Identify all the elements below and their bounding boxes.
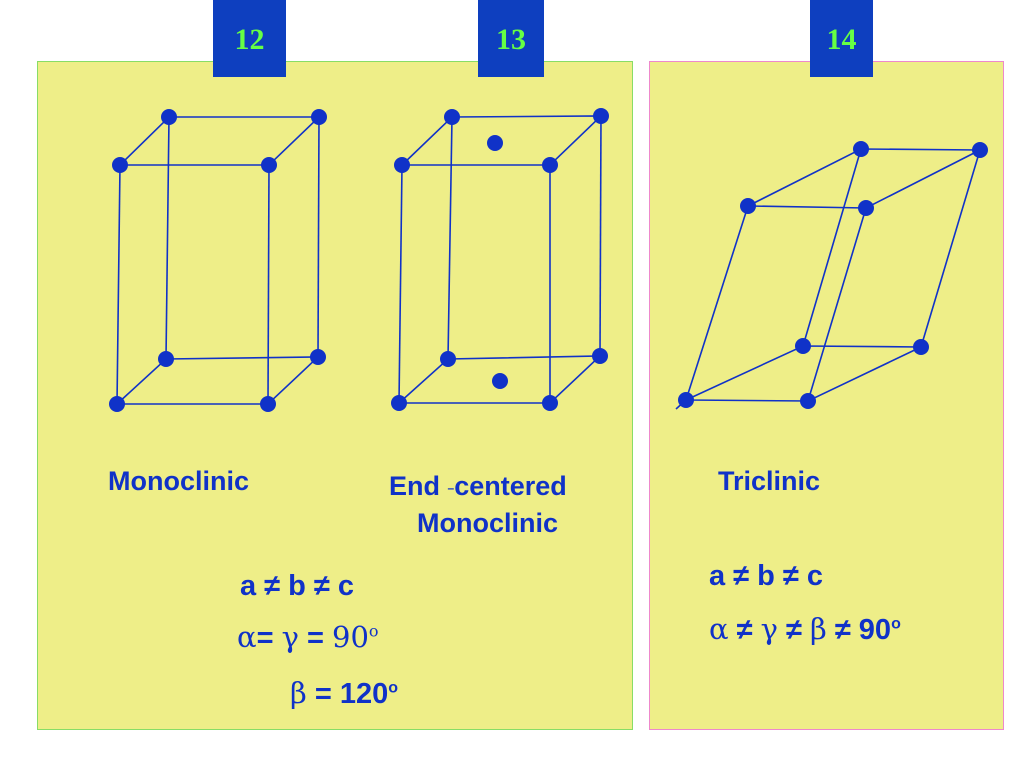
end-center-atom <box>492 373 508 389</box>
lattice-number-12: 12 <box>213 0 286 77</box>
triclinic-label: Triclinic <box>718 466 821 496</box>
beta-symbol: β <box>290 676 307 710</box>
atom <box>161 109 177 125</box>
atom <box>310 349 326 365</box>
not-equal-text: ≠ <box>728 614 761 646</box>
atom <box>109 396 125 412</box>
atom <box>311 109 327 125</box>
end-centered-monoclinic-cell <box>396 115 604 404</box>
right-angle-relation: α ≠ γ ≠ β ≠ 90o <box>709 612 901 647</box>
atom <box>678 392 694 408</box>
atom <box>440 351 456 367</box>
centered-word: centered <box>454 471 567 501</box>
lattice-number-14: 14 <box>810 0 873 77</box>
alpha-symbol: α <box>237 620 257 654</box>
atom <box>261 157 277 173</box>
triclinic-cell <box>675 148 981 410</box>
alpha-symbol: α <box>709 612 729 646</box>
degree-mark: o <box>368 621 379 641</box>
atom <box>444 109 460 125</box>
atom <box>260 396 276 412</box>
atom <box>795 338 811 354</box>
left-axis-relation: a ≠ b ≠ c <box>240 570 355 602</box>
right-panel <box>649 61 1004 730</box>
equals-text: = <box>298 622 332 654</box>
end-centered-label-line2: Monoclinic <box>417 508 558 538</box>
atom <box>913 339 929 355</box>
atom <box>112 157 128 173</box>
atom <box>394 157 410 173</box>
degree-mark: o <box>891 615 901 633</box>
gamma-symbol: γ <box>760 612 778 646</box>
beta-value: = 120 <box>306 678 389 710</box>
atom <box>391 395 407 411</box>
atom <box>158 351 174 367</box>
atom <box>592 348 608 364</box>
beta-symbol: β <box>810 612 827 646</box>
atom <box>972 142 988 158</box>
monoclinic-cell <box>114 116 321 405</box>
left-angle-relation: α= γ = 90o <box>237 620 379 655</box>
atom <box>740 198 756 214</box>
gamma-symbol: γ <box>281 620 299 654</box>
end-centered-label-line1: End –centered <box>389 471 567 502</box>
end-word: End <box>389 471 440 501</box>
atom <box>858 200 874 216</box>
angle-value: 90 <box>332 620 369 654</box>
left-beta-relation: β = 120o <box>290 676 398 711</box>
degree-mark: o <box>388 679 398 697</box>
equals-text: = <box>256 622 282 654</box>
atom <box>800 393 816 409</box>
left-panel <box>37 61 633 730</box>
end-center-atom <box>487 135 503 151</box>
lattice-number-13: 13 <box>478 0 544 77</box>
monoclinic-label: Monoclinic <box>108 466 249 496</box>
not-equal-value: ≠ 90 <box>826 614 892 646</box>
atom <box>542 395 558 411</box>
right-axis-relation: a ≠ b ≠ c <box>709 560 824 592</box>
not-equal-text: ≠ <box>777 614 810 646</box>
atom <box>542 157 558 173</box>
atom <box>853 141 869 157</box>
atom <box>593 108 609 124</box>
hyphen-mark: – <box>447 480 455 495</box>
